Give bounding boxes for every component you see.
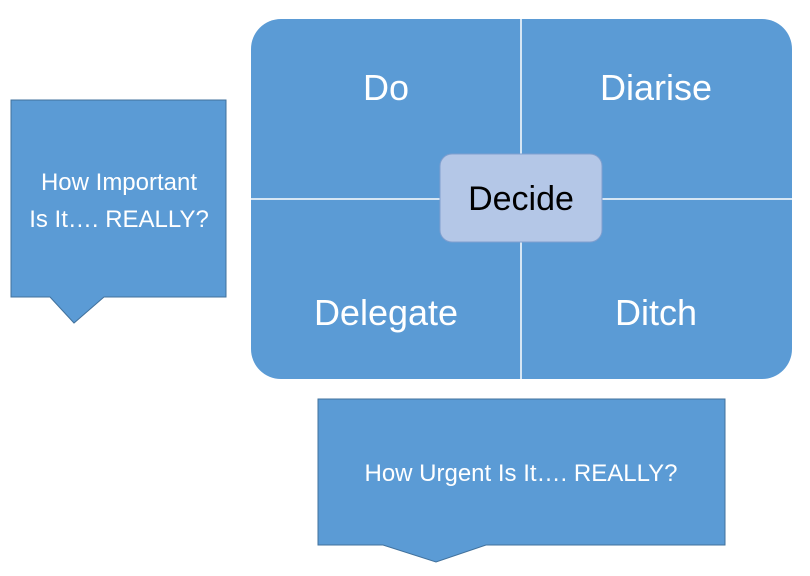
quadrant-delegate-label: Delegate — [314, 292, 458, 333]
importance-callout-shape — [10, 99, 227, 324]
decide-box-label: Decide — [468, 180, 574, 218]
quadrant-diarise-label: Diarise — [600, 67, 712, 108]
importance-callout: How Important Is It…. REALLY? — [10, 99, 227, 324]
decide-box: Decide — [439, 153, 603, 243]
importance-callout-line1: How Important — [41, 169, 197, 196]
importance-callout-line2: Is It…. REALLY? — [29, 206, 209, 233]
quadrant-ditch-label: Ditch — [615, 292, 697, 333]
urgency-callout-shape — [317, 398, 726, 563]
quadrant-do-label: Do — [363, 67, 409, 108]
decide-box-shape — [439, 153, 603, 243]
urgency-callout-label: How Urgent Is It…. REALLY? — [364, 460, 677, 487]
urgency-callout: How Urgent Is It…. REALLY? — [317, 398, 726, 563]
